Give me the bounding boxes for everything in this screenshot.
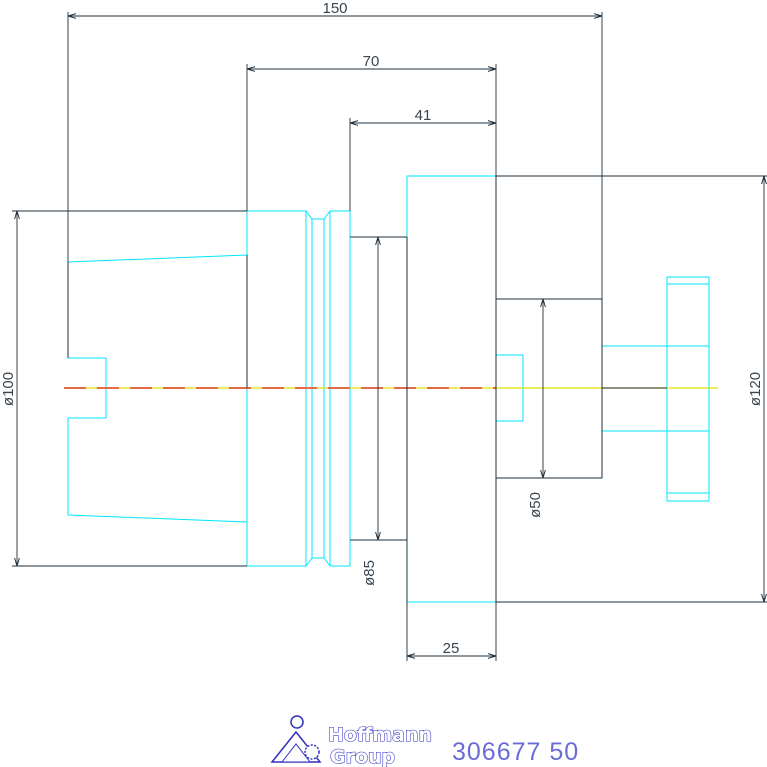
groove-bottom [305,557,331,567]
logo-line1: Hoffmann [328,724,432,746]
hoffmann-group-logo: Hoffmann Group [270,715,433,767]
dim-41-label: 41 [415,107,432,124]
cutter-body [666,276,710,502]
taper-bottom-edge [67,514,248,523]
drive-slot-lower [68,388,107,419]
part-number: 306677 50 [452,738,579,766]
dimension-labels: 150 70 41 25 ø100 ø120 ø85 ø50 [0,0,764,657]
dim-100-label: ø100 [0,372,17,406]
dim-150-label: 150 [322,0,347,17]
logo-line2: Group [330,746,395,767]
flange-120 [406,175,497,603]
dim-85-label: ø85 [361,560,378,586]
drive-slot-upper [68,357,107,388]
dim-50-label: ø50 [527,492,544,518]
dim-25-label: 25 [443,640,460,657]
dim-70-label: 70 [363,53,380,70]
groove-top [305,210,331,220]
logo-figure-icon [270,715,322,763]
dim-120-label: ø120 [747,372,764,406]
dimension-lines [12,12,767,661]
taper-top-edge [67,254,248,263]
